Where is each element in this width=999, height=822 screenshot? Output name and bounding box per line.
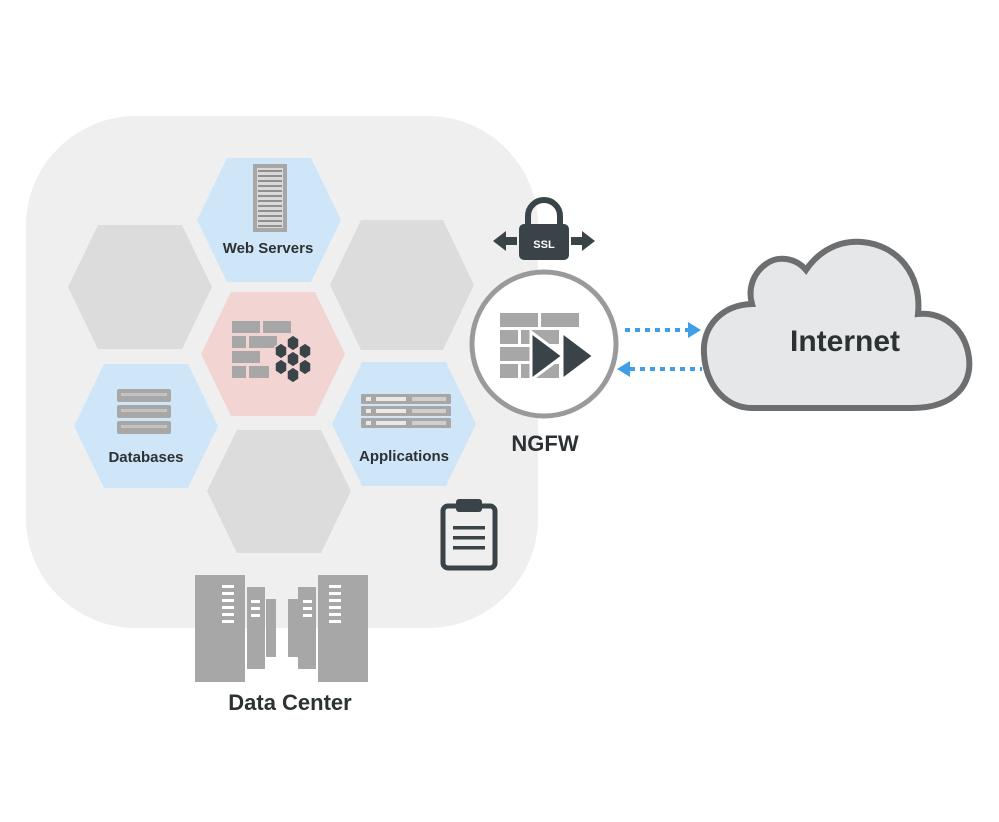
data-center-servers-icon [195,575,368,682]
hexagon-empty [207,430,351,553]
hexagon-empty [330,220,474,350]
ngfw-firewall-icon [469,269,619,419]
clipboard-icon [440,499,498,571]
inbound-arrow [617,361,702,377]
hexagon-center-firewall [201,292,345,416]
data-center-label: Data Center [228,690,352,715]
ngfw-label: NGFW [511,431,578,456]
database-stack-icon [117,389,171,434]
ssl-label: SSL [533,239,555,251]
outbound-arrow [625,322,701,338]
web-servers-label: Web Servers [223,240,314,257]
databases-label: Databases [108,449,183,466]
internet-cloud-icon [700,238,973,411]
applications-label: Applications [359,448,449,465]
internet-label: Internet [790,325,900,358]
hexagon-empty [68,225,212,349]
server-rack-icon [253,164,287,232]
ssl-lock-icon [493,197,595,260]
rack-units-icon [361,394,451,428]
firewall-hexagons-icon [232,321,312,384]
